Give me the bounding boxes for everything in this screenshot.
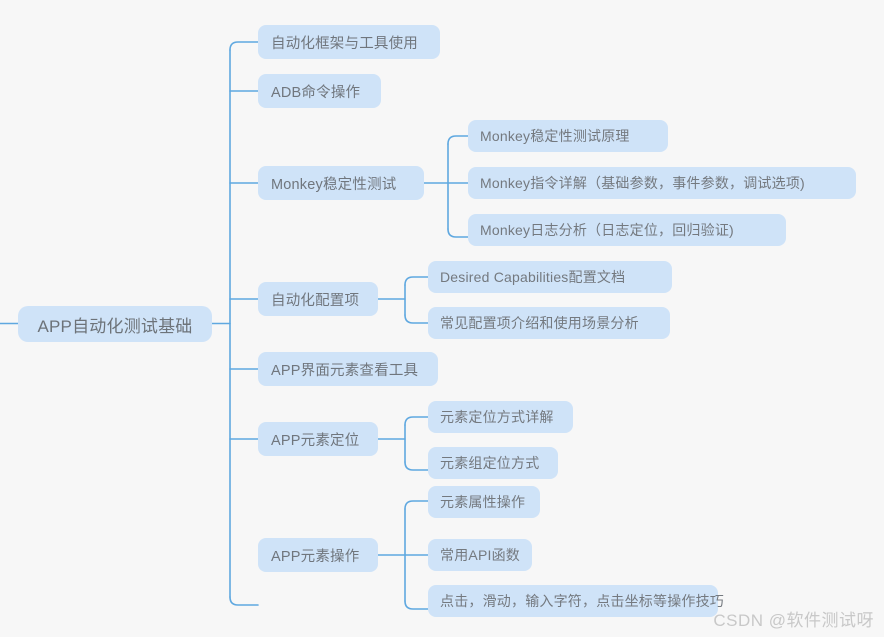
node-label: Monkey日志分析（日志定位，回归验证) [480,222,734,238]
node-label: 元素定位方式详解 [440,409,554,425]
node-label: Monkey稳定性测试 [271,176,397,193]
connector-trunk-bottom [229,596,259,606]
connector-monkey-child-1 [447,135,469,145]
node-label: 常见配置项介绍和使用场景分析 [440,315,639,331]
node-label: 常用API函数 [440,547,520,563]
mindmap-node-monkey-principle[interactable]: Monkey稳定性测试原理 [468,120,668,152]
mindmap-node-monkey-commands[interactable]: Monkey指令详解（基础参数，事件参数，调试选项) [468,167,856,199]
csdn-watermark: CSDN @软件测试呀 [713,611,874,630]
node-label: APP元素定位 [271,432,360,449]
node-label: Monkey稳定性测试原理 [480,128,630,144]
node-label: Monkey指令详解（基础参数，事件参数，调试选项) [480,175,805,191]
mindmap-node-ui-inspector-tool[interactable]: APP界面元素查看工具 [258,352,438,386]
node-label: 元素组定位方式 [440,455,540,471]
mindmap-node-monkey-log-analysis[interactable]: Monkey日志分析（日志定位，回归验证) [468,214,786,246]
connector-config-child-1 [404,276,429,286]
mindmap-node-common-config-scenarios[interactable]: 常见配置项介绍和使用场景分析 [428,307,670,339]
mindmap-node-element-location[interactable]: APP元素定位 [258,422,378,456]
mindmap-node-gesture-techniques[interactable]: 点击，滑动，输入字符，点击坐标等操作技巧 [428,585,724,617]
mindmap-node-automation-config[interactable]: 自动化配置项 [258,282,378,316]
connector-locator-child-2 [404,461,429,471]
node-label: 自动化配置项 [271,292,360,309]
mindmap-node-element-operation[interactable]: APP元素操作 [258,538,378,572]
connector-action-child-3 [404,600,429,610]
node-label: ADB命令操作 [271,84,361,101]
node-label: APP元素操作 [271,548,360,565]
mindmap-node-desired-capabilities[interactable]: Desired Capabilities配置文档 [428,261,672,293]
connector-locator-child-1 [404,416,429,426]
node-label: 自动化框架与工具使用 [271,35,418,52]
connector-monkey-child-3 [447,228,469,238]
mindmap-root-label: APP自动化测试基础 [37,316,193,336]
mindmap-root-node[interactable]: APP自动化测试基础 [18,306,212,342]
mindmap-node-adb-commands[interactable]: ADB命令操作 [258,74,381,108]
mindmap-node-element-group-locator[interactable]: 元素组定位方式 [428,447,558,479]
node-label: APP界面元素查看工具 [271,362,419,379]
mindmap-node-element-attributes[interactable]: 元素属性操作 [428,486,540,518]
node-label: 点击，滑动，输入字符，点击坐标等操作技巧 [440,593,724,609]
mindmap-node-locator-strategies[interactable]: 元素定位方式详解 [428,401,573,433]
mindmap-node-automation-framework[interactable]: 自动化框架与工具使用 [258,25,440,59]
mindmap-node-common-api[interactable]: 常用API函数 [428,539,532,571]
node-label: Desired Capabilities配置文档 [440,269,626,285]
connector-config-child-2 [404,314,429,324]
node-label: 元素属性操作 [440,494,526,510]
connector-trunk-top [229,41,259,51]
mindmap-node-monkey-stability[interactable]: Monkey稳定性测试 [258,166,424,200]
connector-action-child-1 [404,500,429,510]
